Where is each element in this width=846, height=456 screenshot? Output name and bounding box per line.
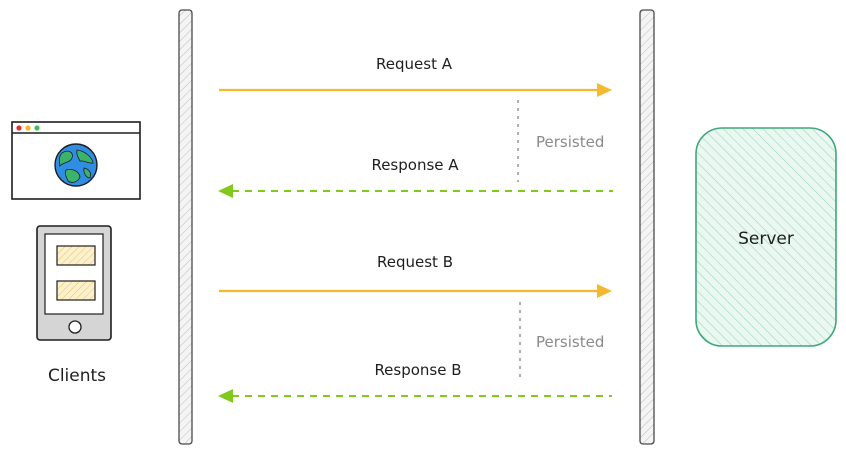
client-lifeline	[178, 9, 193, 445]
request-a-arrow	[219, 83, 612, 97]
browser-window-icon	[11, 121, 141, 200]
phone-icon	[36, 225, 112, 341]
server-label: Server	[738, 229, 794, 249]
request-b-label: Request B	[377, 253, 453, 271]
request-b-arrow	[219, 284, 612, 298]
response-a-label: Response A	[371, 156, 459, 174]
response-a-arrow	[218, 184, 613, 198]
globe-icon	[54, 143, 98, 187]
request-a-label: Request A	[376, 55, 453, 73]
persisted-a-label: Persisted	[536, 133, 604, 151]
server-box: Server	[695, 127, 837, 347]
persisted-b-label: Persisted	[536, 333, 604, 351]
clients-label: Clients	[48, 366, 106, 386]
response-b-label: Response B	[374, 361, 461, 379]
response-b-arrow	[218, 389, 612, 403]
server-lifeline	[639, 9, 655, 445]
